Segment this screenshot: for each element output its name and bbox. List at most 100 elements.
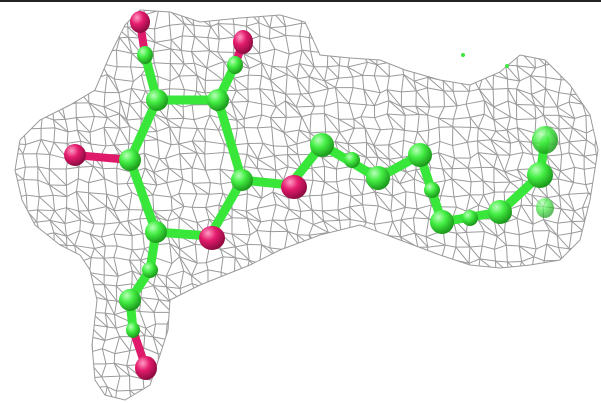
mesh-line — [104, 313, 108, 328]
mesh-line — [404, 191, 407, 208]
mesh-line — [414, 310, 429, 323]
mesh-line — [493, 154, 498, 168]
mesh-line — [93, 165, 104, 170]
mesh-line — [103, 284, 108, 301]
mesh-line — [153, 285, 171, 302]
mesh-line — [415, 10, 430, 13]
mesh-line — [80, 219, 95, 225]
mesh-line — [35, 14, 40, 30]
mesh-line — [387, 221, 394, 236]
mesh-line — [67, 79, 78, 82]
mesh-line — [557, 347, 563, 366]
mesh-line — [0, 338, 12, 340]
mesh-line — [497, 1, 509, 3]
oxygen-atom — [130, 11, 150, 33]
mesh-line — [387, 364, 391, 375]
mesh-line — [533, 14, 547, 17]
mesh-line — [390, 41, 401, 52]
mesh-line — [334, 132, 340, 142]
mesh-line — [415, 391, 419, 400]
mesh-line — [0, 127, 2, 145]
mesh-line — [107, 299, 117, 302]
mesh-line — [1, 79, 14, 94]
mesh-line — [560, 208, 575, 212]
mesh-line — [440, 349, 453, 355]
mesh-line — [15, 170, 24, 180]
mesh-line — [428, 272, 433, 285]
mesh-line — [234, 314, 245, 326]
mesh-line — [544, 283, 558, 286]
mesh-line — [442, 296, 446, 311]
mesh-line — [207, 26, 212, 38]
mesh-line — [574, 114, 587, 119]
mesh-line — [113, 363, 121, 377]
mesh-line — [386, 11, 403, 15]
mesh-line — [300, 209, 313, 212]
mesh-line — [101, 233, 115, 238]
mesh-line — [204, 312, 223, 316]
mesh-line — [477, 152, 495, 168]
mesh-line — [406, 171, 415, 180]
mesh-line — [391, 25, 401, 38]
mesh-line — [543, 283, 557, 303]
mesh-line — [557, 361, 573, 366]
mesh-line — [78, 210, 89, 212]
mesh-line — [129, 101, 142, 105]
mesh-line — [338, 286, 341, 298]
mesh-line — [438, 269, 444, 290]
bond — [213, 95, 247, 185]
carbon-atom — [488, 200, 512, 224]
mesh-line — [484, 231, 498, 237]
mesh-line — [388, 100, 402, 107]
mesh-line — [0, 245, 10, 248]
mesh-line — [399, 183, 407, 193]
mesh-line — [295, 106, 303, 118]
mesh-line — [35, 389, 43, 400]
mesh-line — [465, 298, 481, 301]
mesh-line — [192, 361, 208, 368]
density-specks — [461, 53, 509, 68]
mesh-line — [387, 334, 390, 350]
mesh-line — [557, 365, 570, 378]
mesh-line — [36, 139, 42, 154]
mesh-line — [231, 339, 234, 355]
mesh-line — [477, 114, 485, 129]
mesh-line — [352, 74, 363, 78]
mesh-line — [248, 350, 250, 361]
mesh-line — [387, 373, 406, 389]
mesh-line — [113, 233, 133, 237]
mesh-line — [301, 49, 311, 52]
mesh-line — [391, 195, 406, 208]
mesh-line — [139, 311, 155, 313]
mesh-line — [440, 25, 445, 43]
mesh-line — [557, 208, 562, 224]
mesh-line — [478, 152, 498, 156]
mesh-line — [493, 249, 497, 261]
mesh-line — [165, 339, 169, 353]
mesh-line — [54, 260, 68, 263]
mesh-line — [50, 219, 66, 225]
mesh-line — [519, 299, 537, 303]
mesh-line — [367, 61, 377, 66]
mesh-line — [365, 156, 377, 169]
mesh-line — [467, 158, 472, 169]
mesh-line — [119, 100, 128, 121]
mesh-line — [455, 10, 458, 14]
mesh-line — [301, 113, 312, 118]
mesh-line — [391, 262, 405, 277]
mesh-line — [233, 298, 247, 313]
mesh-line — [91, 311, 106, 314]
mesh-line — [324, 113, 339, 120]
mesh-line — [364, 361, 376, 365]
mesh-line — [153, 172, 168, 184]
mesh-line — [532, 42, 536, 55]
mesh-line — [469, 181, 472, 195]
mesh-line — [101, 376, 108, 387]
mesh-line — [582, 207, 586, 222]
mesh-line — [259, 88, 277, 107]
mesh-line — [558, 10, 561, 11]
mesh-line — [15, 131, 17, 144]
mesh-line — [53, 127, 56, 143]
mesh-line — [235, 246, 250, 261]
mesh-line — [233, 289, 236, 300]
